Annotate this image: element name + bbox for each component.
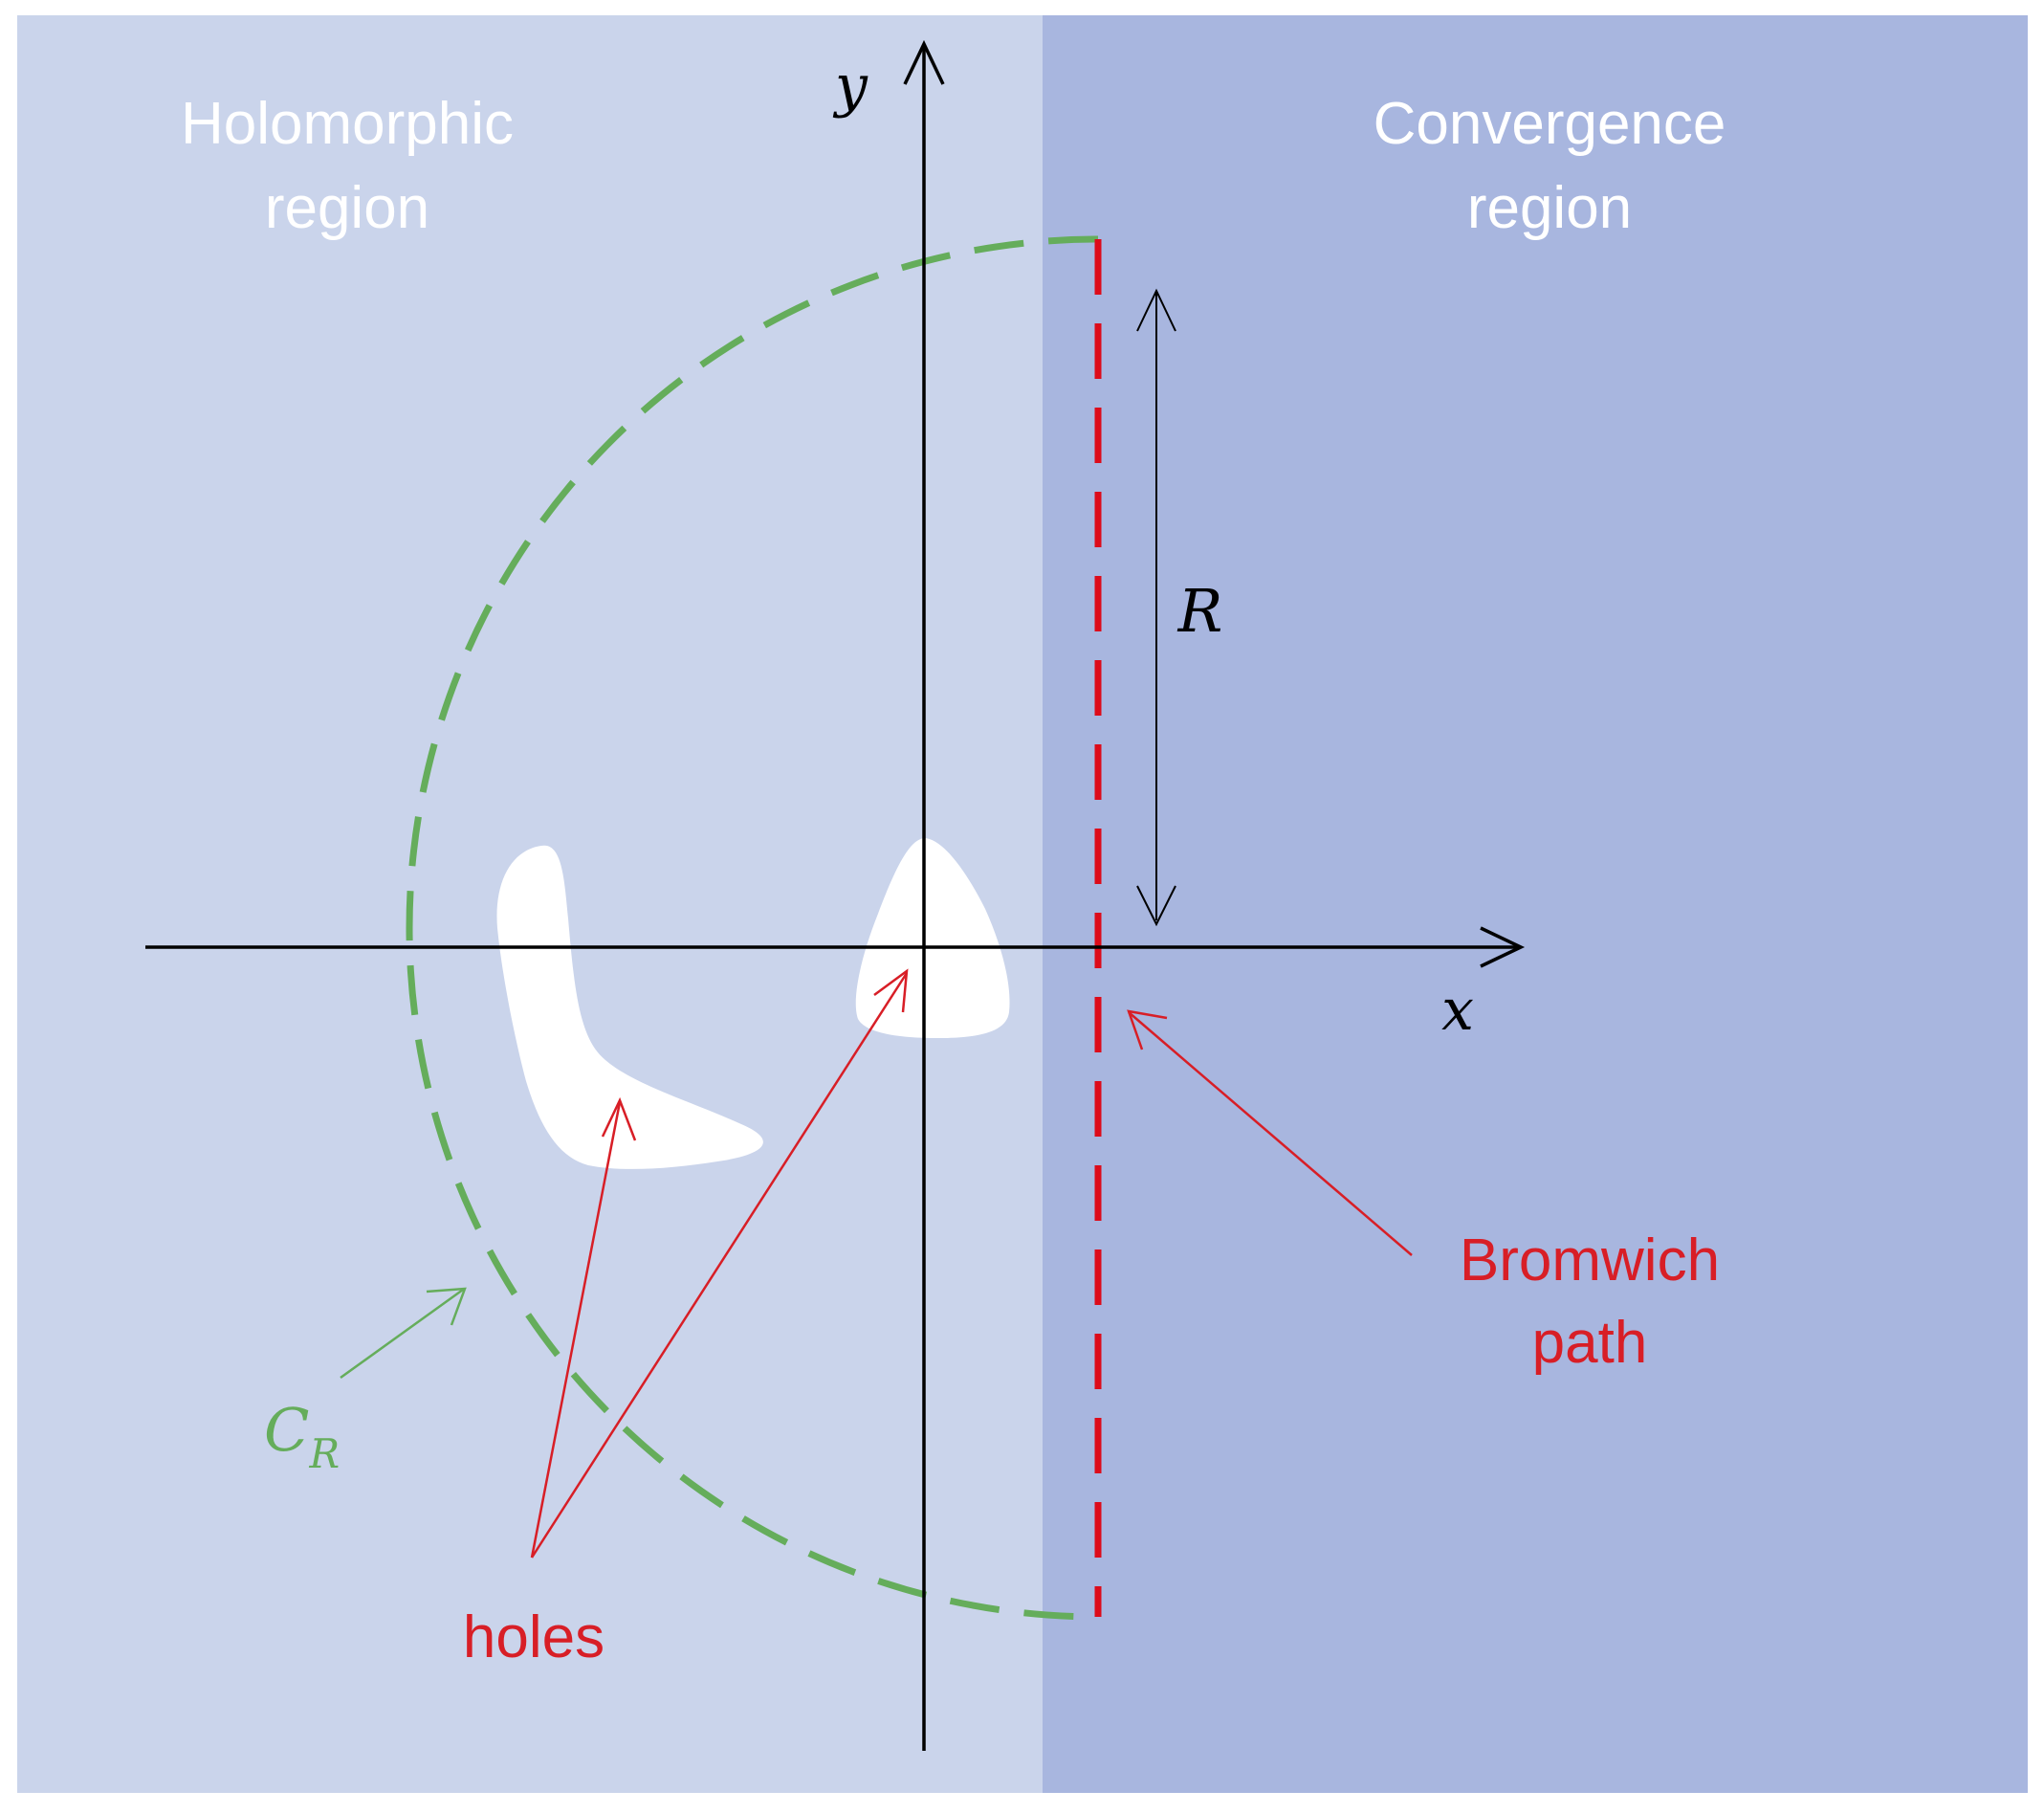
radius-label: R xyxy=(1177,576,1223,646)
contour-cr-label: CR xyxy=(264,1395,340,1477)
radius-arrow-top-head-icon xyxy=(1136,288,1176,332)
holes-pointer-arrowhead-right-icon xyxy=(873,968,909,1013)
holes-label: holes xyxy=(463,1604,604,1670)
hole-center-drop xyxy=(855,838,1010,1038)
bromwich-label-line1: Bromwich xyxy=(1460,1227,1720,1293)
contour-cr-pointer-arrowhead-icon xyxy=(426,1287,467,1326)
hole-left-boomerang xyxy=(496,845,763,1169)
holes-pointer-arrow-left xyxy=(530,1101,622,1559)
contour-cr-arc xyxy=(406,235,1099,1621)
bromwich-pointer-arrow xyxy=(1128,1011,1413,1256)
radius-arrow-bottom-head-icon xyxy=(1136,885,1176,927)
convergence-region-title-line2: region xyxy=(1467,175,1632,241)
contour-cr-pointer-arrow xyxy=(340,1288,464,1380)
convergence-region-title-line1: Convergence xyxy=(1374,91,1726,157)
contour-cr-label-subscript: R xyxy=(308,1430,340,1477)
contour-cr-label-main: C xyxy=(264,1395,309,1465)
holes-pointer-arrowhead-left-icon xyxy=(601,1096,637,1141)
bromwich-label-line2: path xyxy=(1532,1310,1648,1376)
x-axis-label: x xyxy=(1441,977,1474,1044)
y-axis-arrowhead-icon xyxy=(903,39,945,85)
holomorphic-region-title-line2: region xyxy=(265,175,429,241)
y-axis-label: y xyxy=(832,53,868,120)
convergence-region-background xyxy=(1043,15,2028,1793)
bromwich-pointer-arrowhead-icon xyxy=(1127,1009,1168,1050)
holomorphic-region-title-line1: Holomorphic xyxy=(181,91,514,157)
holes-pointer-arrow-right xyxy=(530,972,909,1559)
x-axis-arrowhead-icon xyxy=(1480,926,1526,968)
